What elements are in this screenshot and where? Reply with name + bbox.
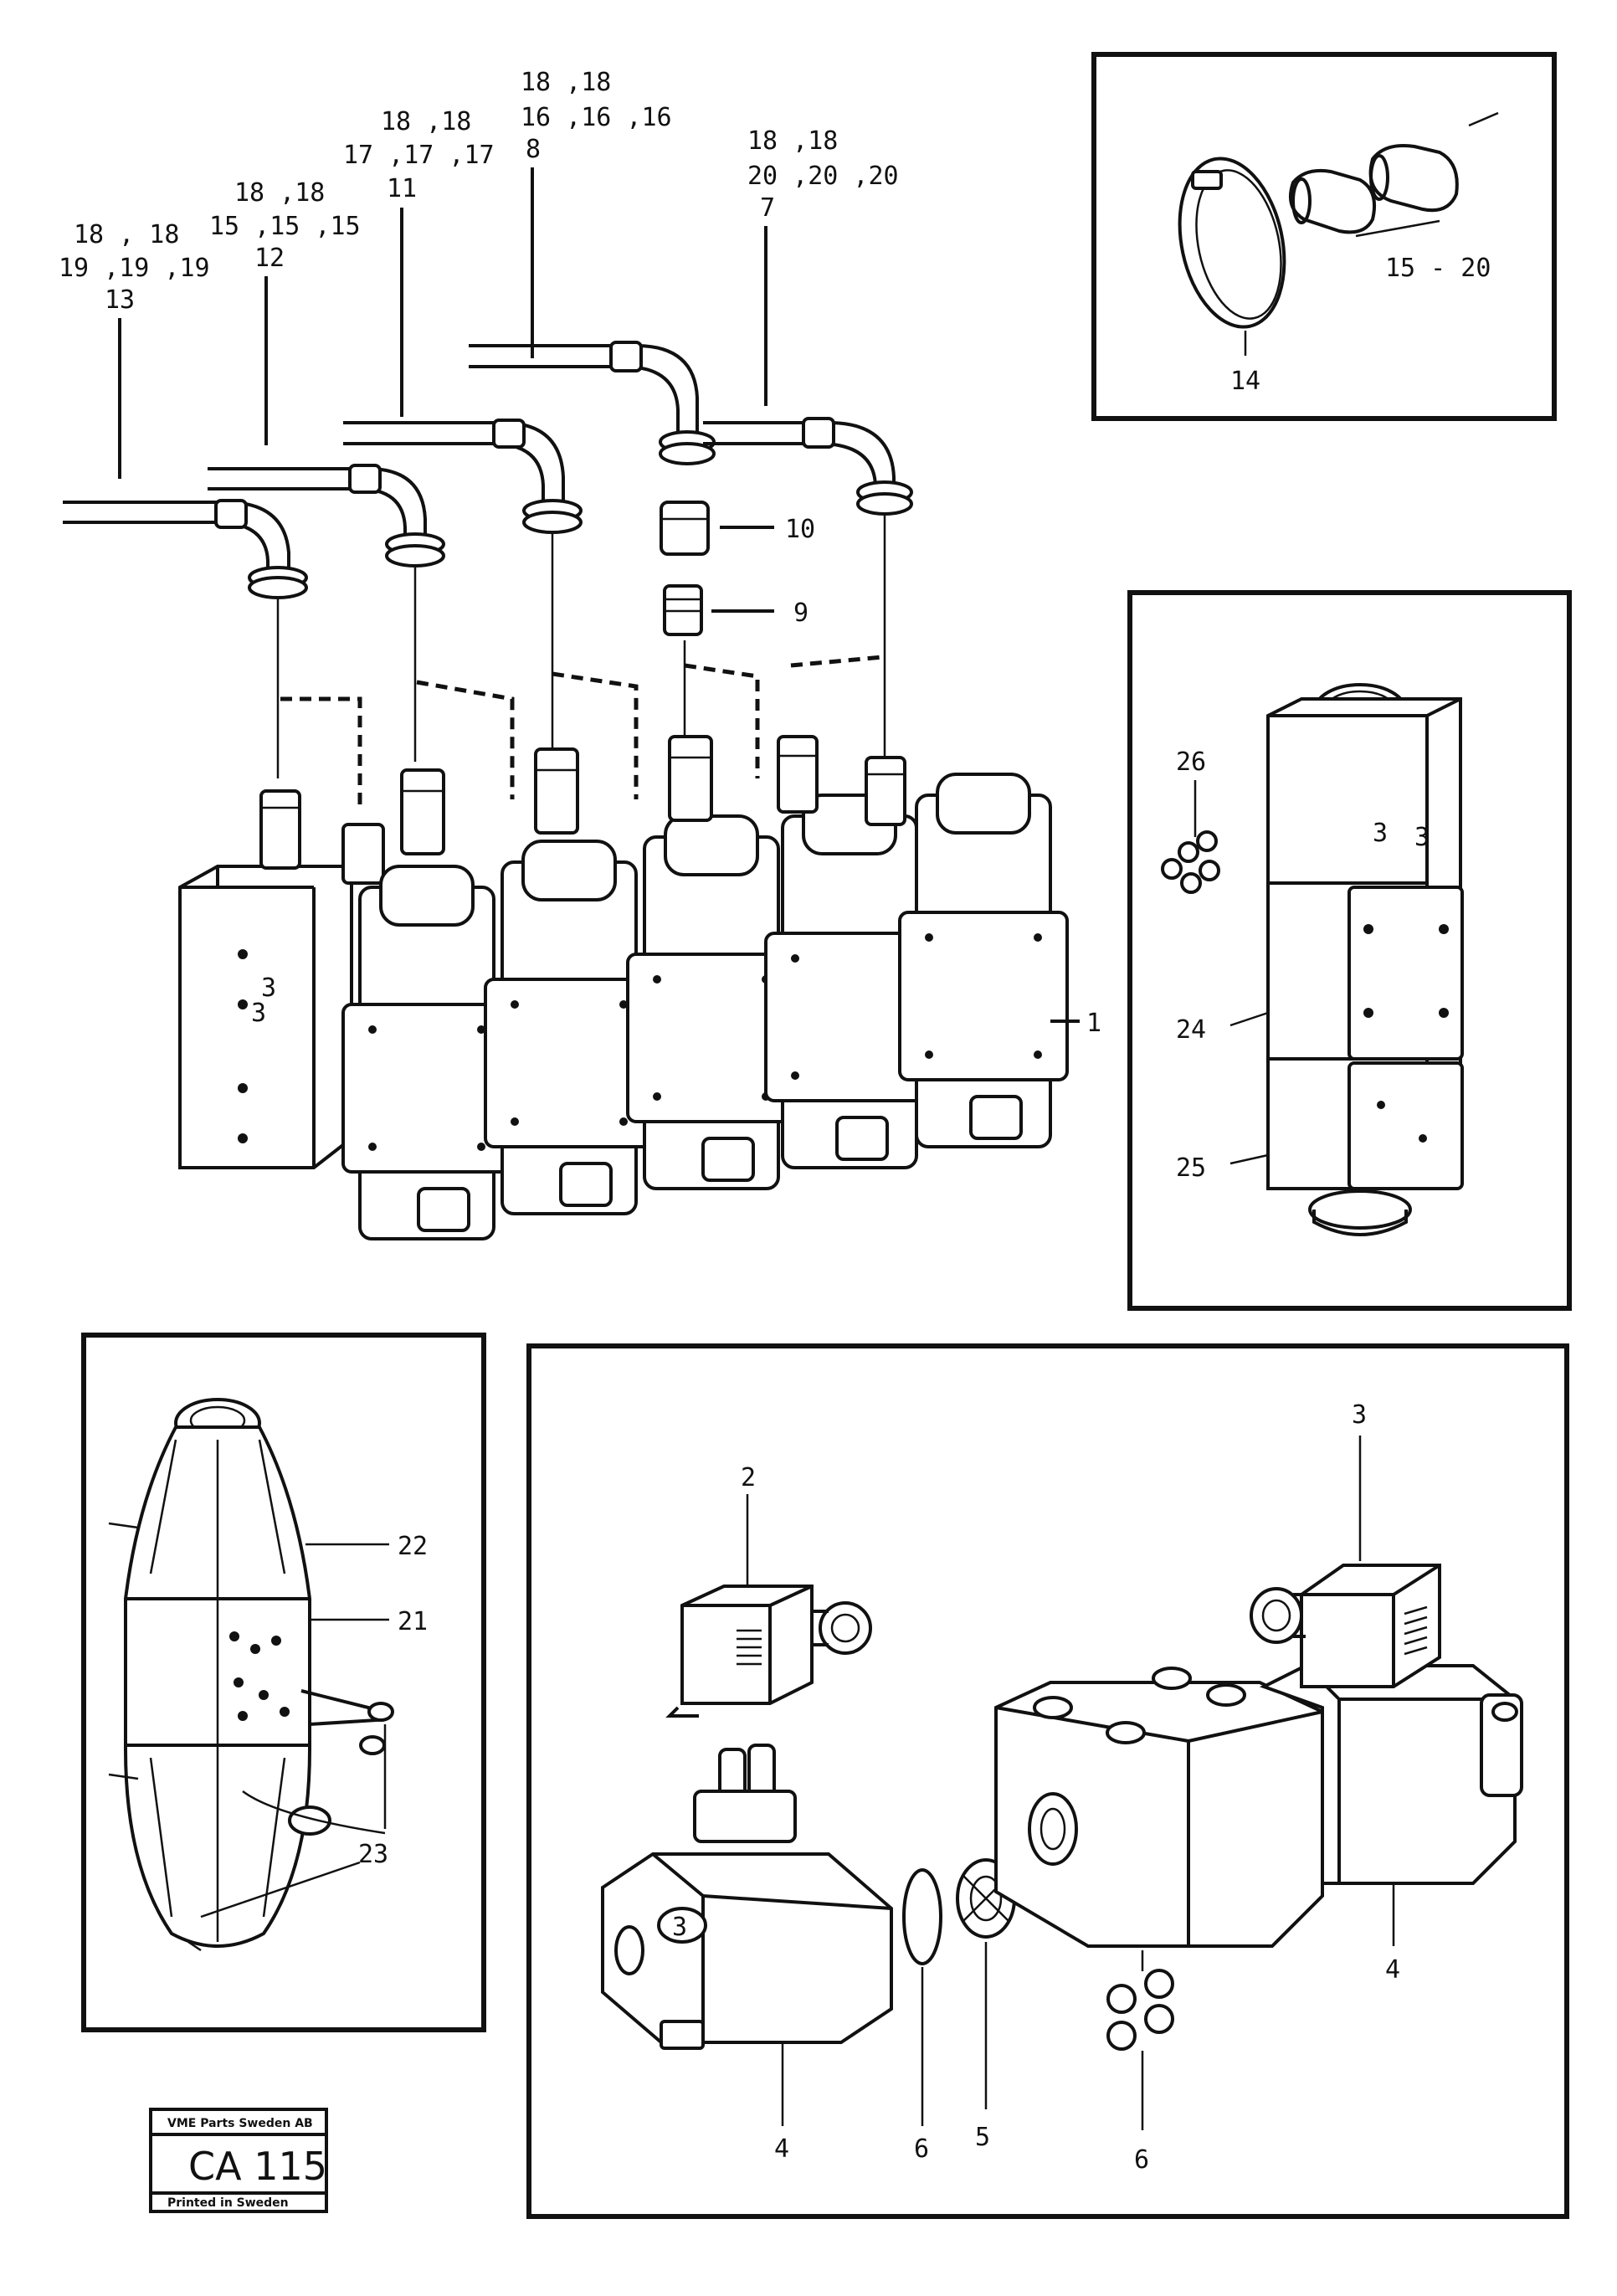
callout-11-line2: 17 ,17 ,17 [343,141,495,170]
callout-1: 1 [1086,1009,1101,1038]
callout-7-line2: 20 ,20 ,20 [747,162,899,191]
label-21: 21 [398,1607,428,1636]
callout-8-line2: 16 ,16 ,16 [521,103,672,132]
inset-solenoid-frame [526,1343,1569,2219]
label-2: 2 [741,1463,756,1492]
callout-10: 10 [785,515,815,544]
label-25: 25 [1176,1153,1206,1183]
callout-11-line3: 11 [387,174,417,203]
svg-text:3: 3 [1373,819,1388,848]
callout-12: 18 ,18 15 ,15 ,15 12 [209,178,361,445]
callout-8-line1: 18 ,18 [521,68,611,97]
label-24: 24 [1176,1015,1206,1045]
stamp-footer: Printed in Sweden [167,2196,289,2210]
label-3: 3 [1352,1400,1367,1430]
label-22: 22 [398,1532,428,1561]
connector-vent-3 [1404,1605,1428,1656]
callout-8-line3: 8 [526,135,541,164]
valve-section-4 [764,735,935,1169]
inset-cartridge: 22 21 23 [81,1333,486,2032]
svg-text:3: 3 [1414,823,1430,852]
label-23: 23 [358,1840,388,1869]
pipe-drops [276,516,886,778]
callout-13-line1: 18 , 18 [74,220,179,249]
label-26: 26 [1176,747,1206,777]
fitting-9: 9 [663,584,808,636]
stamp-code: CA 115 [188,2144,327,2189]
valve-bank: 3 3 [178,735,1101,1240]
label-6a: 6 [914,2134,929,2164]
label-15-20: 15 - 20 [1385,254,1491,283]
label-14: 14 [1230,367,1260,396]
callout-8: 18 ,18 16 ,16 ,16 8 [521,68,672,358]
callout-12-line3: 12 [254,244,285,273]
reference-stamp: VME Parts Sweden AB CA 115 Printed in Sw… [149,2108,328,2213]
callout-9: 9 [793,598,808,628]
pipes [63,341,913,599]
valve-section-5 [865,756,1069,1148]
callout-12-line1: 18 ,18 [234,178,325,208]
callout-13-line2: 19 ,19 ,19 [59,254,210,283]
label-6b: 6 [1134,2145,1149,2175]
svg-text:3: 3 [672,1913,687,1942]
callout-13-line3: 13 [105,285,135,315]
valve-section-3 [626,735,797,1190]
callout-11-line1: 18 ,18 [381,107,471,136]
callout-11: 18 ,18 17 ,17 ,17 11 [343,107,495,417]
label-4a: 4 [774,2134,789,2164]
dashed-links [280,655,884,812]
inset-clamp-frame [1091,52,1557,421]
callout-7: 18 ,18 20 ,20 ,20 7 [747,126,899,406]
connector-vent-2 [737,1629,762,1666]
svg-text:3: 3 [251,999,266,1028]
fitting-10: 10 [660,501,815,556]
inset-valve-frame [1127,590,1572,1311]
inset-cartridge-frame [81,1333,486,2032]
label-4b: 4 [1385,1955,1400,1985]
stamp-header: VME Parts Sweden AB [167,2117,313,2130]
callout-12-line2: 15 ,15 ,15 [209,212,361,241]
svg-text:3: 3 [261,973,276,1003]
callout-7-line3: 7 [760,193,775,223]
inset-solenoid: 2 3 4 6 [526,1343,1569,2219]
callout-13: 18 , 18 19 ,19 ,19 13 [59,220,210,479]
label-5: 5 [975,2123,990,2152]
inset-clamp: 15 - 20 14 [1091,52,1557,421]
callout-7-line1: 18 ,18 [747,126,838,156]
